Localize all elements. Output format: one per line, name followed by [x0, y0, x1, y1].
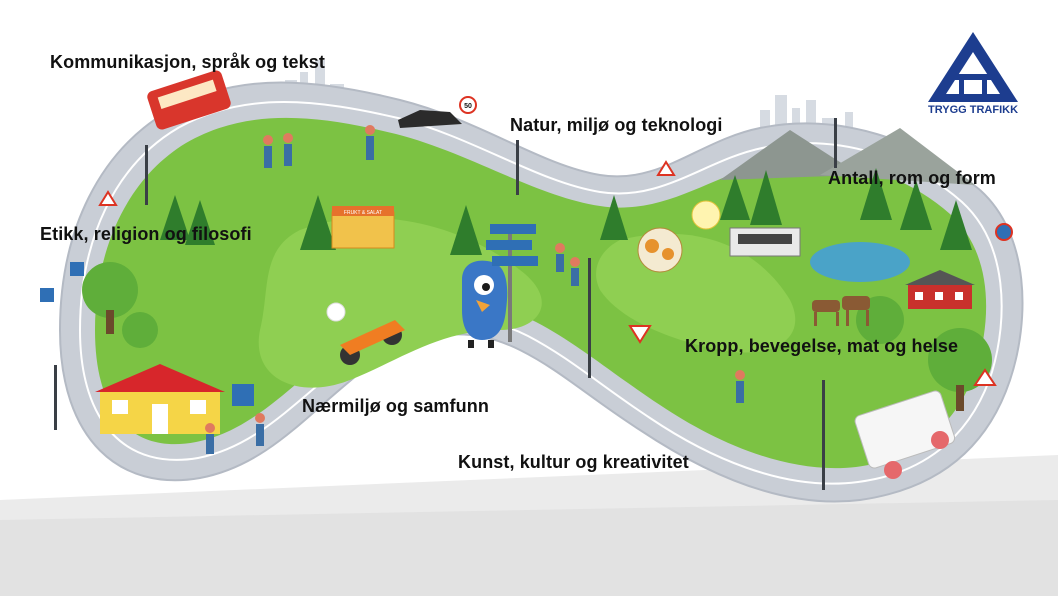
- signpost: [486, 224, 538, 342]
- trygg-trafikk-logo: [928, 32, 1018, 102]
- ice-cream-truck: [854, 390, 956, 479]
- lightbulb-idea: [637, 200, 721, 273]
- label-kommunikasjon: Kommunikasjon, språk og tekst: [50, 52, 325, 72]
- lake: [810, 242, 910, 282]
- street-lamps: [54, 118, 837, 490]
- label-naermiljo: Nærmiljø og samfunn: [302, 396, 489, 416]
- logo-text: TRYGG TRAFIKK: [927, 104, 1019, 116]
- label-kunst: Kunst, kultur og kreativitet: [458, 452, 689, 472]
- scooter: [326, 302, 405, 365]
- speed-limit-sign: 50: [464, 103, 472, 110]
- shop-sign-text: FRUKT & SALAT: [344, 210, 382, 216]
- label-kropp: Kropp, bevegelse, mat og helse: [685, 336, 959, 356]
- shop-stand: [331, 206, 395, 249]
- people: [205, 125, 745, 454]
- modern-house: [729, 227, 801, 257]
- traffic-signs: [40, 96, 1013, 406]
- deer: [812, 296, 870, 326]
- yellow-house: [95, 364, 225, 434]
- black-car: [398, 110, 462, 128]
- red-farmhouse: [905, 270, 975, 309]
- label-antall: Antall, rom og form: [828, 168, 996, 188]
- label-natur: Natur, miljø og teknologi: [510, 115, 723, 135]
- red-tram: [147, 70, 231, 130]
- mountains: [720, 128, 975, 185]
- mascot-character: [462, 260, 508, 348]
- label-etikk: Etikk, religion og filosofi: [40, 224, 252, 244]
